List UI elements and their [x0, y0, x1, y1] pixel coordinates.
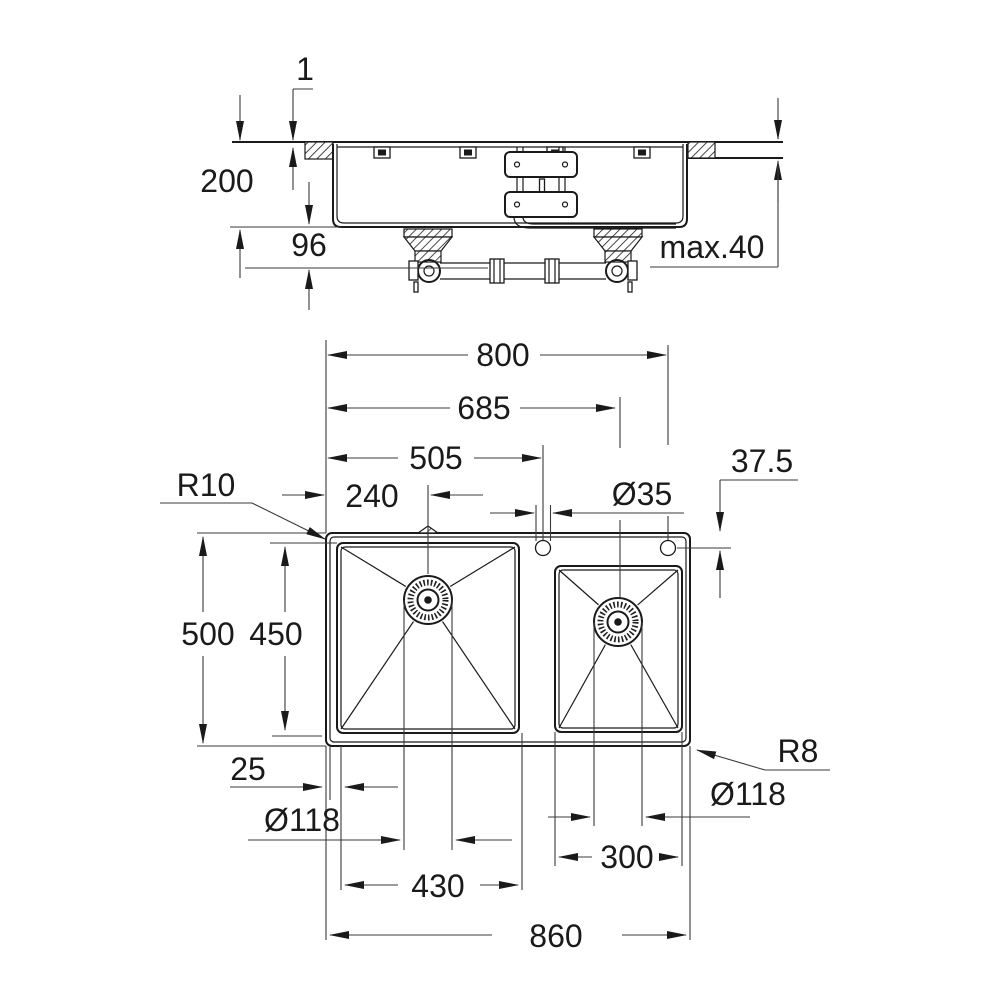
- extension-lines: [197, 340, 731, 940]
- dim-200-label: 200: [200, 163, 253, 199]
- dim-96-label: 96: [291, 227, 327, 263]
- dim-240-label: 240: [345, 478, 398, 514]
- dim-radius-r8: R8: [696, 733, 830, 771]
- countertop-cut-left: [304, 141, 334, 160]
- side-view: 1 200 96 max.40: [200, 51, 783, 310]
- dim-300: 300: [558, 839, 679, 875]
- dim-r8-label: R8: [778, 733, 819, 769]
- mounting-clip: [633, 146, 651, 159]
- dim-300-label: 300: [600, 839, 653, 875]
- overflow-plate-upper: [504, 151, 578, 178]
- dim-1-label: 1: [296, 51, 314, 87]
- countertop-section: [232, 141, 783, 160]
- dim-860: 860: [329, 918, 687, 954]
- faucet-hole-2: [659, 539, 677, 557]
- dim-r10-label: R10: [177, 467, 236, 503]
- dim-430-label: 430: [411, 868, 464, 904]
- overflow-assembly: [504, 147, 676, 229]
- dim-25-label: 25: [230, 751, 266, 787]
- dim-o35-label: Ø35: [612, 476, 672, 512]
- bowl-right: [554, 565, 683, 733]
- dim-drain-left-dia: Ø118: [248, 802, 512, 844]
- dim-800-label: 800: [476, 337, 529, 373]
- dim-800: 800: [327, 337, 667, 373]
- dim-500-label: 500: [181, 616, 234, 652]
- drain-trap-left: [402, 228, 454, 293]
- mounting-clip: [459, 146, 477, 159]
- countertop-cut-right: [687, 141, 716, 159]
- dim-drain-96: 96: [245, 182, 488, 310]
- dim-o118-left-label: Ø118: [264, 802, 340, 838]
- dim-450-label: 450: [249, 616, 302, 652]
- dim-430: 430: [344, 868, 519, 904]
- dim-radius-r10: R10: [160, 467, 326, 540]
- drain-trap-right: [592, 228, 644, 293]
- dim-25: 25: [230, 751, 398, 791]
- dim-860-label: 860: [529, 918, 582, 954]
- dim-375-label: 37.5: [731, 443, 793, 479]
- drain-left: [402, 574, 454, 626]
- dim-drain-right-dia: Ø118: [548, 776, 786, 821]
- dim-reveal-1: 1: [289, 51, 314, 190]
- dim-685: 685: [327, 390, 616, 426]
- dim-500: 500: [181, 536, 235, 744]
- dim-505-label: 505: [409, 440, 462, 476]
- dim-max40-label: max.40: [660, 229, 765, 265]
- dim-685-label: 685: [457, 390, 510, 426]
- dim-depth-200: 200: [200, 95, 341, 278]
- connecting-pipe: [440, 258, 606, 284]
- dim-faucet-hole-dia: Ø35: [490, 476, 684, 517]
- faucet-hole-1: [534, 539, 552, 557]
- pipe-coupler: [489, 258, 505, 284]
- dim-o118-right-label: Ø118: [710, 776, 786, 812]
- overflow-plate-lower: [504, 191, 578, 218]
- dim-505: 505: [327, 440, 542, 476]
- dim-faucet-offset-37-5: 37.5: [716, 443, 798, 598]
- pipe-coupler: [544, 258, 560, 284]
- sink-body-section: [332, 144, 688, 228]
- plan-view: 800 685 505 240 Ø35 37.5: [160, 337, 830, 954]
- dim-450: 450: [249, 546, 303, 731]
- dim-240: 240: [282, 478, 483, 514]
- drain-right: [592, 596, 644, 648]
- dim-countertop-max40: max.40: [650, 98, 782, 268]
- sink-outline: [325, 525, 691, 747]
- mounting-clip: [373, 146, 391, 159]
